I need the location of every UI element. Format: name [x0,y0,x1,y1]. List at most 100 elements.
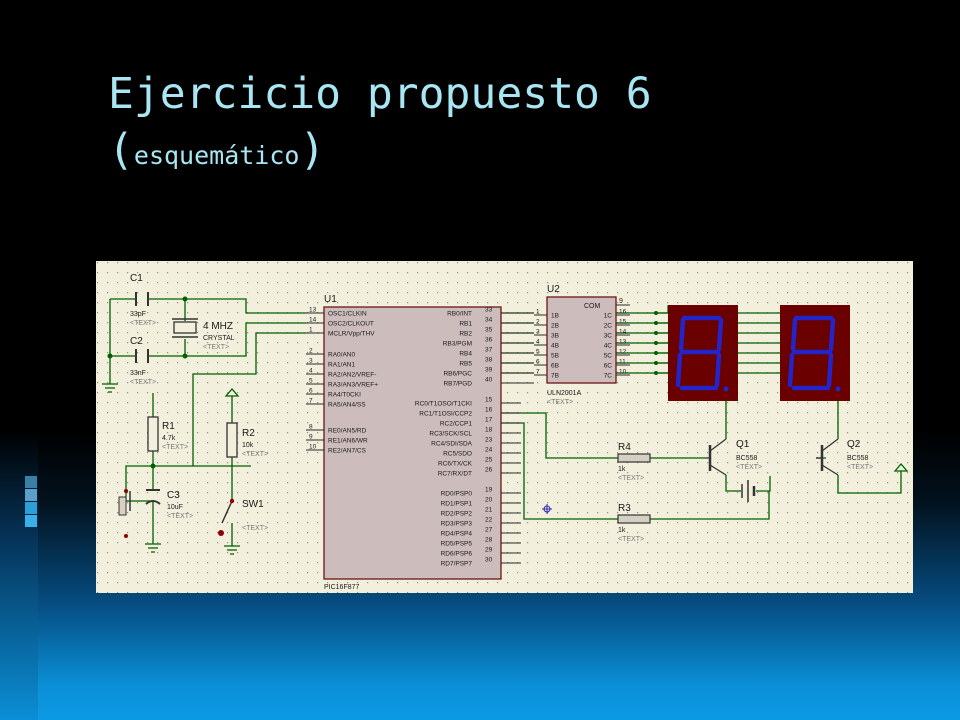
u2-pin-number: 13 [619,339,627,346]
seven-segment-display-1 [668,305,738,401]
u1-pin-name: RE0/AN5/RD [328,428,367,435]
u1-pin-name: RD4/PSP4 [441,531,473,538]
u1-pin-name: RA4/T0CKI [328,392,361,399]
u1-pin-number: 9 [309,434,313,441]
u2-pin-number: 14 [619,329,627,336]
u2-pin-name: 2B [551,323,559,330]
u1-pin-name: OSC1/CLKIN [328,311,367,318]
u1-pin-name: RD5/PSP5 [441,541,473,548]
u2-pin-number: 4 [536,339,540,346]
u2-body [546,296,617,384]
u1-pin-number: 27 [485,527,493,534]
u1-pin-number: 16 [485,407,493,414]
resistor-r3: R3 1k <TEXT> [617,503,651,543]
switch-sw1: SW1 <TEXT> [218,498,268,536]
u1-part: PIC16F877 [324,584,360,591]
u2-pin-name: 6B [551,363,559,370]
q1-text: <TEXT> [736,464,762,471]
u1-pin-number: 3 [309,358,313,365]
transistor-q2: Q2 BC558 <TEXT> [816,438,873,476]
u2-pin-number: 3 [536,329,540,336]
u1-pin-number: 8 [309,424,313,431]
u1-pin-number: 36 [485,337,493,344]
q2-text: <TEXT> [847,464,873,471]
u1-pin-name: RD1/PSP1 [441,501,473,508]
u1-right-pins: 33RB0/INT34RB135RB236RB3/PGM37RB438RB539… [415,307,534,568]
u1-pin-name: RD7/PSP7 [441,561,473,568]
c3-ref: C3 [167,490,180,501]
u1-pin-name: RC3/SCK/SCL [429,431,472,438]
transistor-q1: Q1 BC558 <TEXT> [706,438,762,476]
u1-pin-number: 37 [485,347,493,354]
u1-pin-name: RC5/SDO [443,451,472,458]
u2-pins: 11B22B33B44B55B66B77B161C152C143C134C125… [534,309,630,380]
c2-ref: C2 [130,336,143,347]
c1-ref: C1 [130,273,143,284]
seven-segment-display-2 [780,305,850,401]
u2-pin-name: 7C [604,373,613,380]
u1-pin-name: RA0/AN0 [328,352,355,359]
q2-ref: Q2 [847,439,861,450]
u2-pin-name: 3C [604,333,613,340]
u1-pin-number: 25 [485,457,493,464]
display-segment [790,317,798,352]
u1-pin-name: RB2 [459,331,472,338]
u1-pin-name: RC0/T1OSO/T1CKI [415,401,472,408]
u1-pin-name: RA3/AN3/VREF+ [328,382,378,389]
c1-text: <TEXT> [130,320,156,327]
display-segment [714,352,722,388]
u1-pin-number: 7 [309,398,313,405]
c1-value: 33pF [130,311,146,318]
u2-pin-number: 5 [536,349,540,356]
ground-symbols [102,383,240,555]
capacitor-c1: C1 33pF <TEXT> [130,273,156,327]
u1-pin-name: RC1/T1OSI/CCP2 [419,411,472,418]
r3-text: <TEXT> [618,536,644,543]
u2-text: <TEXT> [547,399,573,406]
accent-square [25,515,37,527]
title-subtitle: (esquemático) [108,122,652,184]
u2-pin-name: 1B [551,313,559,320]
u2-pin-name: 7B [551,373,559,380]
u1-pin-name: RE1/AN6/WR [328,438,368,445]
crystal-text: <TEXT> [203,344,229,351]
reset-pushbutton [118,489,131,538]
u2-pin-name: 5C [604,353,613,360]
u1-pin-number: 18 [485,427,493,434]
battery-symbol [741,480,756,502]
u1-pin-number: 14 [309,317,317,324]
u1-pin-number: 5 [309,378,313,385]
u1-pin-name: RA1/AN1 [328,362,355,369]
u1-pin-name: RB3/PGM [443,341,472,348]
sw1-ref: SW1 [242,499,264,510]
r1-value: 4.7k [162,435,176,442]
u2-pin-number: 6 [536,359,540,366]
u1-pin-number: 21 [485,507,493,514]
u2-pin-name: 4C [604,343,613,350]
resistor-r1: R1 4.7k <TEXT> [147,416,188,452]
u1-left-pins: 13OSC1/CLKIN14OSC2/CLKOUT1MCLR/Vpp/THV2R… [306,307,378,455]
u1-pin-number: 20 [485,497,493,504]
u1-pin-number: 23 [485,437,493,444]
u2-pin-name: 3B [551,333,559,340]
u1-pin-number: 1 [309,327,313,334]
u1-pin-name: RE2/AN7/CS [328,448,367,455]
u1-pin-number: 24 [485,447,493,454]
u1-pin-name: RB7/PGD [443,381,472,388]
u1-pin-number: 34 [485,317,493,324]
c2-value: 33nF [130,370,146,377]
c3-text: <TEXT> [167,513,193,520]
accent-square [25,489,37,501]
u1-pin-number: 17 [485,417,493,424]
pic16f877-u1: U1 13OSC1/CLKIN14OSC2/CLKOUT1MCLR/Vpp/TH… [306,294,534,591]
u2-part: ULN2001A [547,390,582,397]
capacitor-c3: C3 10uF <TEXT> [145,489,193,520]
u1-pin-number: 33 [485,307,493,314]
u1-pin-number: 19 [485,487,493,494]
u2-pin-number: 10 [619,369,627,376]
crystal-type: CRYSTAL [203,335,235,342]
display-segment [678,317,686,352]
u1-pin-name: RC6/TX/CK [438,461,473,468]
u1-pin-name: MCLR/Vpp/THV [328,331,375,338]
u1-pin-name: RB5 [459,361,472,368]
